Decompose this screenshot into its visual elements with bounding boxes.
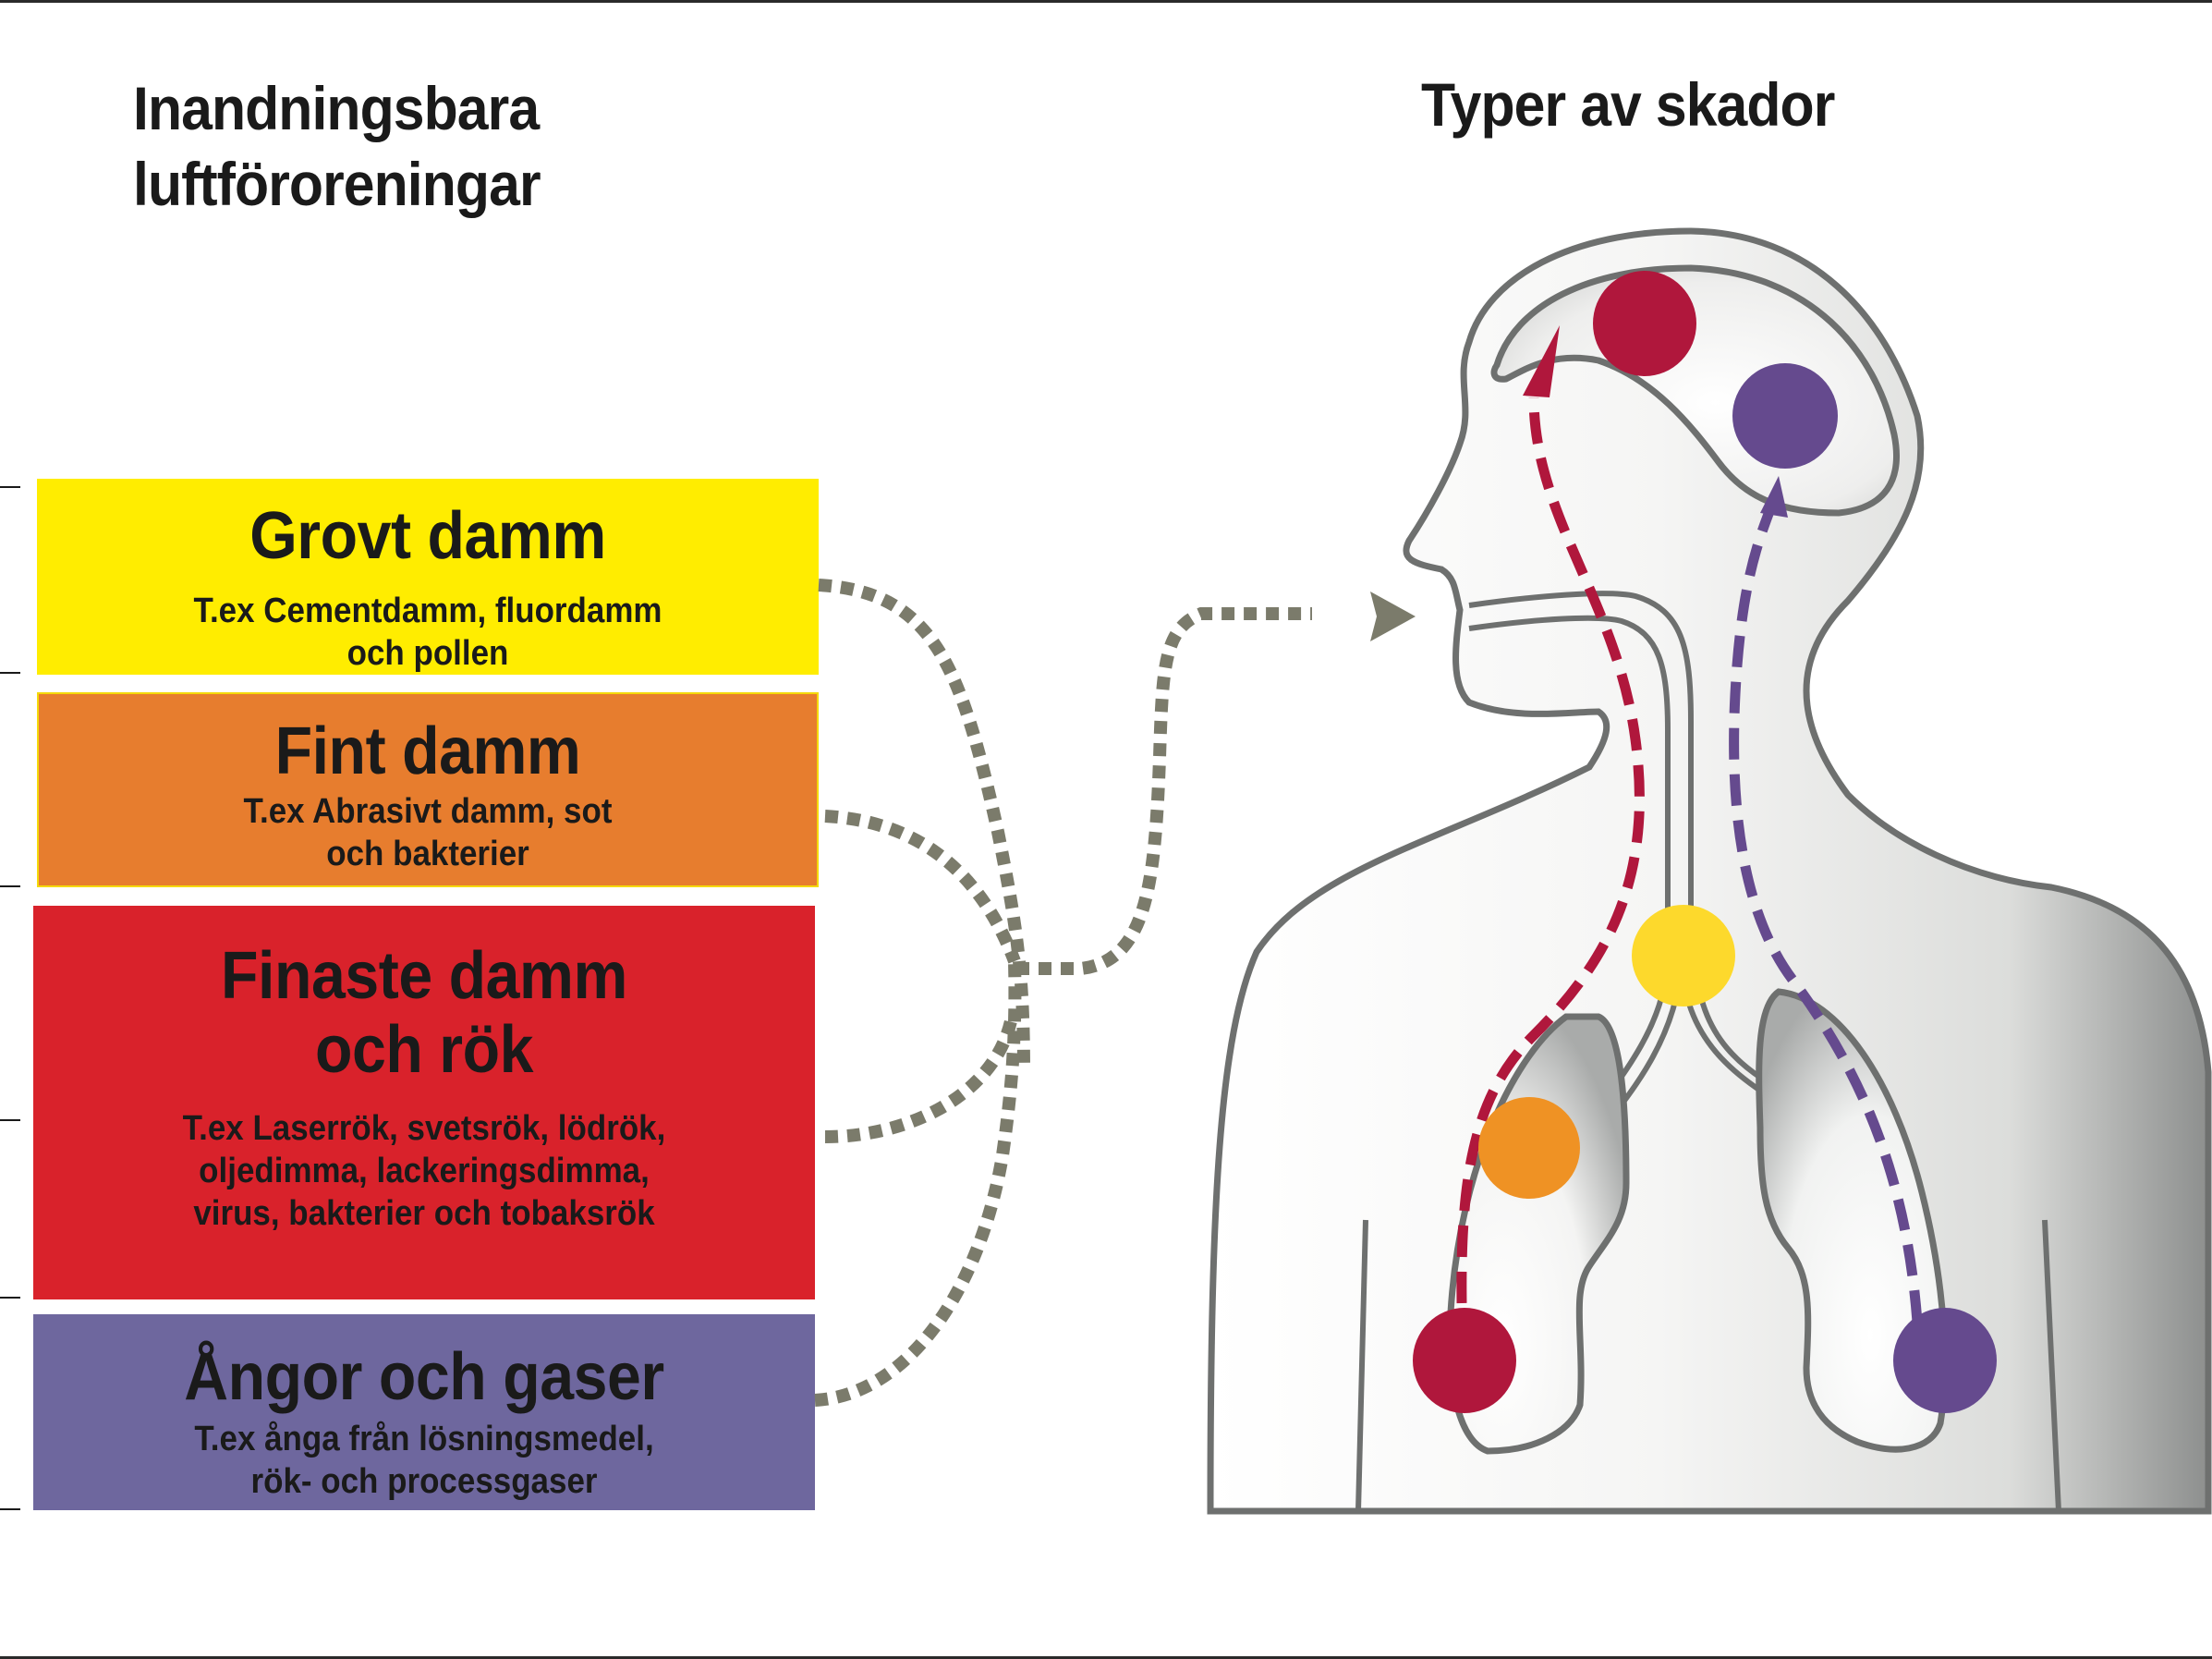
airway-lower: [1468, 615, 1671, 933]
damage-marker-brain-purple: [1732, 363, 1838, 469]
damage-marker-brain-red: [1593, 271, 1696, 376]
lung-right: [1756, 988, 1949, 1453]
crop-tick: [0, 1508, 20, 1510]
damage-marker-lung-right-purple: [1893, 1308, 1997, 1413]
crop-tick: [0, 885, 20, 887]
human-figure: [1207, 227, 2212, 1515]
description-line: oljedimma, lackeringsdimma,: [199, 1152, 650, 1190]
crop-tick: [0, 486, 20, 488]
damage-path-red: [1456, 396, 1645, 1304]
top-border: [0, 0, 2212, 3]
connector-coarse-dust: [818, 579, 1030, 1073]
description-line: T.ex Cementdamm, fluordamm: [193, 592, 662, 630]
description-line: T.ex ånga från lösningsmedel,: [194, 1420, 654, 1458]
connector-finest-dust: [824, 1015, 1018, 1143]
crop-tick: [0, 672, 20, 674]
pollutants-heading-line2: luftföroreningar: [133, 150, 541, 218]
description-line: T.ex Laserrök, svetsrök, lödrök,: [182, 1109, 666, 1148]
damage-types-heading: Typer av skador: [1421, 70, 1835, 139]
category-description: T.ex Abrasivt damm, sot och bakterier: [70, 790, 786, 875]
connector-lines: [814, 579, 1312, 1407]
damage-markers: [1413, 271, 1997, 1413]
description-line: T.ex Abrasivt damm, sot: [243, 792, 613, 831]
damage-path-purple: [1729, 497, 1923, 1323]
description-line: rök- och processgaser: [250, 1462, 598, 1501]
category-coarse-dust: Grovt damm T.ex Cementdamm, fluordamm oc…: [37, 479, 819, 675]
description-line: virus, bakterier och tobaksrök: [193, 1194, 655, 1233]
damage-arrow-red: [1523, 325, 1560, 397]
description-line: och pollen: [346, 634, 509, 673]
category-title: Ångor och gaser: [184, 1340, 664, 1414]
connector-fine-dust: [824, 810, 1021, 964]
damage-marker-bronchi-orange: [1478, 1097, 1580, 1199]
category-description: T.ex Laserrök, svetsrök, lödrök, oljedim…: [65, 1107, 784, 1235]
connector-merged: [1016, 607, 1312, 975]
damage-arrow-purple: [1760, 476, 1788, 518]
crop-tick: [0, 1119, 20, 1121]
category-fine-dust: Fint damm T.ex Abrasivt damm, sot och ba…: [37, 692, 819, 887]
pollutants-heading: Inandningsbara luftföroreningar: [133, 70, 541, 222]
damage-marker-lung-left-red: [1413, 1308, 1516, 1413]
bottom-border: [0, 1656, 2212, 1659]
title-line: och rök: [314, 1013, 534, 1087]
category-description: T.ex ånga från lösningsmedel, rök- och p…: [65, 1418, 784, 1503]
inhale-arrow-head: [1370, 592, 1416, 641]
pollutants-heading-line1: Inandningsbara: [133, 74, 540, 142]
category-description: T.ex Cementdamm, fluordamm och pollen: [68, 590, 787, 675]
connector-vapors: [814, 960, 1022, 1407]
category-title: Fint damm: [274, 714, 581, 788]
crop-tick: [0, 1297, 20, 1299]
category-title: Finaste damm och rök: [65, 939, 784, 1087]
arm-line-right: [2042, 1219, 2061, 1512]
airway-upper: [1468, 591, 1694, 933]
damage-marker-airway-yellow: [1632, 905, 1735, 1006]
arm-line-left: [1355, 1219, 1368, 1512]
title-line: Finaste damm: [221, 939, 627, 1013]
body-silhouette: [1207, 227, 2212, 1515]
category-finest-dust-smoke: Finaste damm och rök T.ex Laserrök, svet…: [33, 906, 815, 1299]
description-line: och bakterier: [326, 835, 529, 873]
category-title: Grovt damm: [249, 499, 606, 573]
category-vapors-gases: Ångor och gaser T.ex ånga från lösningsm…: [33, 1314, 815, 1510]
